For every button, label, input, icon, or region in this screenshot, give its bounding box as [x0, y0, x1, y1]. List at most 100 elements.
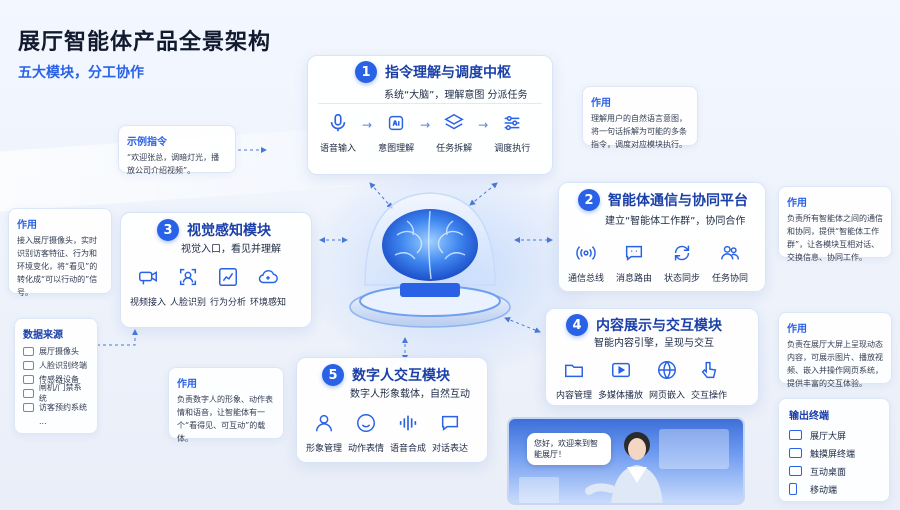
module-2-number: 2: [578, 189, 600, 211]
item-tts[interactable]: 语音合成: [390, 410, 426, 454]
digital-human-screen: 您好，欢迎来到智能展厅！: [507, 417, 745, 505]
item-label: 环境感知: [250, 298, 287, 308]
note-text: 负责所有智能体之间的通信和协同，提供“智能体工作群”，让各模块互相对话、交换信息…: [787, 214, 883, 262]
note-title: 作用: [177, 379, 197, 390]
item-interaction[interactable]: 交互操作: [691, 357, 727, 401]
data-source-item: ...: [39, 416, 47, 426]
item-label: 任务拆解: [436, 144, 473, 154]
module-1-header: 1 指令理解与调度中枢: [355, 61, 511, 83]
module-1-card[interactable]: [307, 55, 553, 175]
item-label: 状态同步: [664, 274, 701, 284]
item-comm-bus[interactable]: 通信总线: [568, 240, 604, 284]
gate-icon: [23, 388, 34, 398]
item-env-sense[interactable]: 环境感知: [250, 264, 286, 308]
camera-icon: [134, 264, 162, 290]
module-4-title: 内容展示与交互模块: [596, 318, 722, 334]
user-icon: [310, 410, 338, 436]
item-intent[interactable]: 意图理解: [378, 110, 414, 154]
note-text: 负责数字人的形象、动作表情和语音，让智能体有一个“看得见、可互动”的载体。: [177, 395, 273, 443]
item-content-mgmt[interactable]: 内容管理: [556, 357, 592, 401]
module-5-title: 数字人交互模块: [352, 368, 450, 384]
item-label: 语音输入: [320, 144, 357, 154]
item-task-split[interactable]: 任务拆解: [436, 110, 472, 154]
example-command-note: 示例指令 “欢迎张总，调暗灯光，播放公司介绍视频”。: [118, 125, 236, 175]
camera-icon: [23, 346, 34, 356]
note-title: 作用: [787, 324, 807, 335]
layers-icon: [440, 110, 468, 136]
terminal-item[interactable]: 移动端: [789, 480, 879, 498]
item-label: 交互操作: [691, 391, 728, 401]
item-label: 形象管理: [306, 444, 343, 454]
item-media-play[interactable]: 多媒体播放: [598, 357, 643, 401]
chat-bubble-icon: [620, 240, 648, 266]
desk-icon: [789, 466, 802, 476]
note-title: 作用: [787, 198, 807, 209]
module-5-role-note: 作用 负责数字人的形象、动作表情和语音，让智能体有一个“看得见、可互动”的载体。: [168, 367, 284, 443]
users-icon: [716, 240, 744, 266]
item-face-recog[interactable]: 人脸识别: [170, 264, 206, 308]
brain-illustration: [349, 192, 511, 328]
module-5-header: 5 数字人交互模块: [322, 364, 450, 386]
item-label: 内容管理: [556, 391, 593, 401]
module-1-divider: [318, 103, 542, 104]
item-label: 通信总线: [568, 274, 605, 284]
chart-icon: [214, 264, 242, 290]
data-source-panel: 数据来源 展厅摄像头 人脸识别终端 传感器设备 闸机/门禁系统 访客预约系统 .…: [14, 318, 98, 434]
sliders-icon: [498, 110, 526, 136]
module-2-items: 通信总线 消息路由 状态同步 任务协同: [568, 240, 748, 284]
module-3-card[interactable]: [120, 212, 312, 328]
item-voice-input[interactable]: 语音输入: [320, 110, 356, 154]
item-label: 网页嵌入: [649, 391, 686, 401]
module-4-header: 4 内容展示与交互模块: [566, 314, 722, 336]
module-1-items: 语音输入 → 意图理解 → 任务拆解 → 调度执行: [320, 110, 530, 154]
item-expression[interactable]: 动作表情: [348, 410, 384, 454]
item-label: 动作表情: [348, 444, 385, 454]
smile-icon: [352, 410, 380, 436]
module-3-role-note: 作用 接入展厅摄像头，实时识别访客特征、行为和环境变化，将“看见”的转化成“可以…: [8, 208, 112, 297]
output-terminal-panel: 输出终端 展厅大屏 触摸屏终端 互动桌面 移动端: [778, 398, 890, 502]
note-text: 接入展厅摄像头，实时识别访客特征、行为和环境变化，将“看见”的转化成“可以行动的…: [17, 236, 98, 297]
item-web-embed[interactable]: 网页嵌入: [649, 357, 685, 401]
message-dots-icon: [436, 410, 464, 436]
module-3-items: 视频接入 人脸识别 行为分析 环境感知: [130, 264, 286, 308]
terminal-item[interactable]: 触摸屏终端: [789, 444, 879, 462]
module-1-number: 1: [355, 61, 377, 83]
central-brain: [345, 185, 515, 335]
globe-icon: [653, 357, 681, 383]
item-dialogue[interactable]: 对话表达: [432, 410, 468, 454]
item-msg-route[interactable]: 消息路由: [616, 240, 652, 284]
calendar-icon: [23, 402, 34, 412]
module-4-items: 内容管理 多媒体播放 网页嵌入 交互操作: [556, 357, 727, 401]
arrow-right-icon: →: [420, 118, 431, 132]
item-avatar-mgmt[interactable]: 形象管理: [306, 410, 342, 454]
data-source-item: 展厅摄像头: [23, 344, 89, 358]
item-label: 视频接入: [130, 298, 167, 308]
item-task-collab[interactable]: 任务协同: [712, 240, 748, 284]
terminal-item[interactable]: 展厅大屏: [789, 426, 879, 444]
digital-human-avatar: [519, 429, 729, 503]
data-source-title: 数据来源: [23, 330, 63, 341]
module-3-title: 视觉感知模块: [187, 223, 271, 239]
sync-icon: [668, 240, 696, 266]
data-source-item: 传感器设备: [23, 372, 89, 386]
terminal-item[interactable]: 互动桌面: [789, 462, 879, 480]
folder-icon: [560, 357, 588, 383]
monitor-icon: [789, 430, 802, 440]
item-dispatch[interactable]: 调度执行: [494, 110, 530, 154]
note-title: 作用: [591, 98, 611, 109]
face-terminal-icon: [23, 360, 34, 370]
item-behavior[interactable]: 行为分析: [210, 264, 246, 308]
item-label: 语音合成: [390, 444, 427, 454]
note-text: 理解用户的自然语言意图，将一句话拆解为可能的多条指令，调度对应模块执行。: [591, 114, 687, 149]
item-label: 意图理解: [378, 144, 415, 154]
module-5-items: 形象管理 动作表情 语音合成 对话表达: [306, 410, 468, 454]
data-source-list: 展厅摄像头 人脸识别终端 传感器设备 闸机/门禁系统 访客预约系统 ...: [23, 344, 89, 428]
link-datasource-m3: [97, 329, 138, 346]
module-4-number: 4: [566, 314, 588, 336]
terminals-title: 输出终端: [789, 411, 829, 422]
item-state-sync[interactable]: 状态同步: [664, 240, 700, 284]
sensor-icon: [23, 374, 34, 384]
data-source-item: 人脸识别终端: [23, 358, 89, 372]
item-video-input[interactable]: 视频接入: [130, 264, 166, 308]
